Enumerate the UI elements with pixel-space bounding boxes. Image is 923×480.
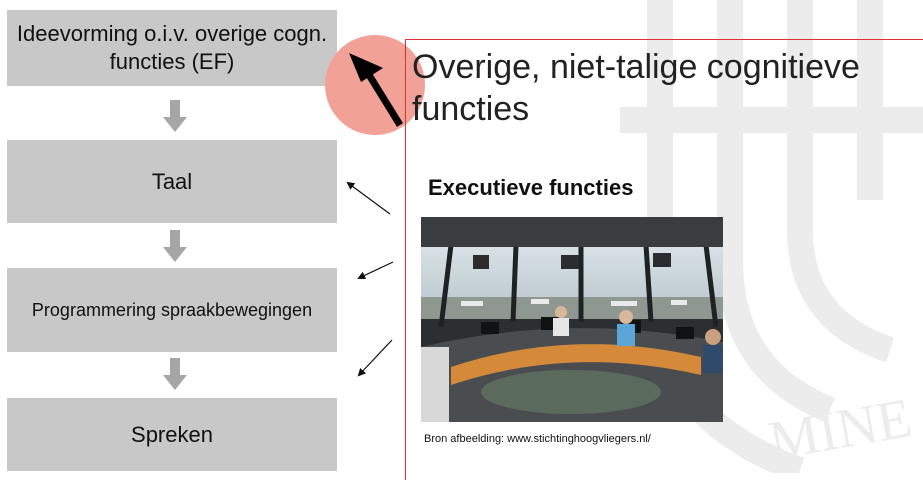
down-arrow-icon <box>163 358 187 390</box>
flow-box-taal: Taal <box>7 140 337 223</box>
flow-box-spreken: Spreken <box>7 398 337 471</box>
panel-title: Overige, niet-talige cognitieve functies <box>412 48 860 128</box>
flow-box-ideevorming: Ideevorming o.i.v. overige cogn. functie… <box>7 10 337 86</box>
thin-arrow-icon <box>346 181 391 215</box>
flow-box-programmering: Programmering spraakbewegingen <box>7 268 337 352</box>
image-credit: Bron afbeelding: www.stichtinghoogvliege… <box>424 433 651 445</box>
thin-arrow-icon <box>357 339 393 377</box>
thin-arrow-icon <box>357 261 394 280</box>
panel-subtitle: Executieve functies <box>428 175 634 200</box>
down-arrow-icon <box>163 100 187 132</box>
control-tower-photo <box>421 217 723 422</box>
down-arrow-icon <box>163 230 187 262</box>
info-panel <box>405 39 923 480</box>
